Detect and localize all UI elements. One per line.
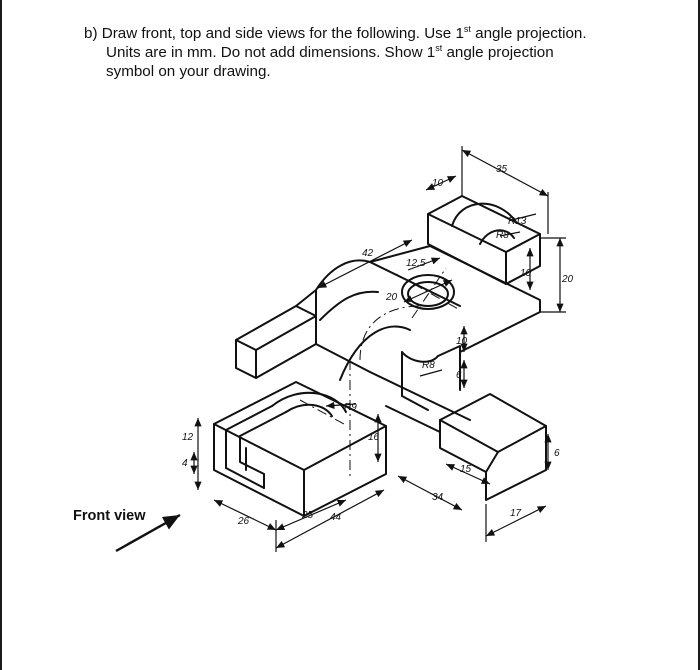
front-view-arrow: [115, 513, 181, 553]
centre-lines: [299, 267, 461, 480]
question-prefix: b): [84, 25, 98, 42]
dim-10-mid: 10: [456, 336, 468, 347]
dim-16: 16: [368, 432, 380, 443]
dim-34: 34: [432, 492, 444, 503]
dim-35: 35: [496, 164, 508, 175]
object-outline: [213, 195, 547, 517]
left-border: [0, 0, 2, 670]
question-line-3: symbol on your drawing.: [106, 63, 271, 80]
question-text: b) Draw front, top and side views for th…: [84, 24, 624, 81]
dim-25: 25: [301, 510, 314, 521]
dim-20-hole: 20: [385, 292, 398, 303]
dim-6-right: 6: [554, 448, 560, 459]
dim-12: 12: [182, 432, 194, 443]
dimension-lines: [190, 146, 566, 552]
right-border: [698, 0, 700, 670]
dim-26: 26: [237, 516, 250, 527]
question-line-1: b) Draw front, top and side views for th…: [84, 23, 587, 42]
dim-42: 42: [362, 248, 374, 259]
dim-r8-top: R8: [496, 230, 509, 241]
dim-r9: R9: [344, 402, 357, 413]
dim-12-5: 12,5: [406, 258, 426, 269]
dim-17: 17: [510, 508, 522, 519]
dim-6-mid: 6: [456, 370, 462, 381]
dim-20-right: 20: [561, 274, 574, 285]
dim-4: 4: [182, 458, 188, 469]
question-line-2: Units are in mm. Do not add dimensions. …: [106, 42, 554, 61]
dim-10-right: 10: [520, 268, 532, 279]
dim-44: 44: [330, 512, 342, 523]
dim-15: 15: [460, 464, 472, 475]
dimension-labels: 35 10 R13 R8 12,5 42 20 10 20 10 R8 6 R9…: [182, 164, 574, 527]
dim-r8-mid: R8: [422, 360, 435, 371]
dim-r13: R13: [508, 216, 527, 227]
front-view-label: Front view: [73, 508, 146, 524]
dim-10-top: 10: [432, 178, 444, 189]
